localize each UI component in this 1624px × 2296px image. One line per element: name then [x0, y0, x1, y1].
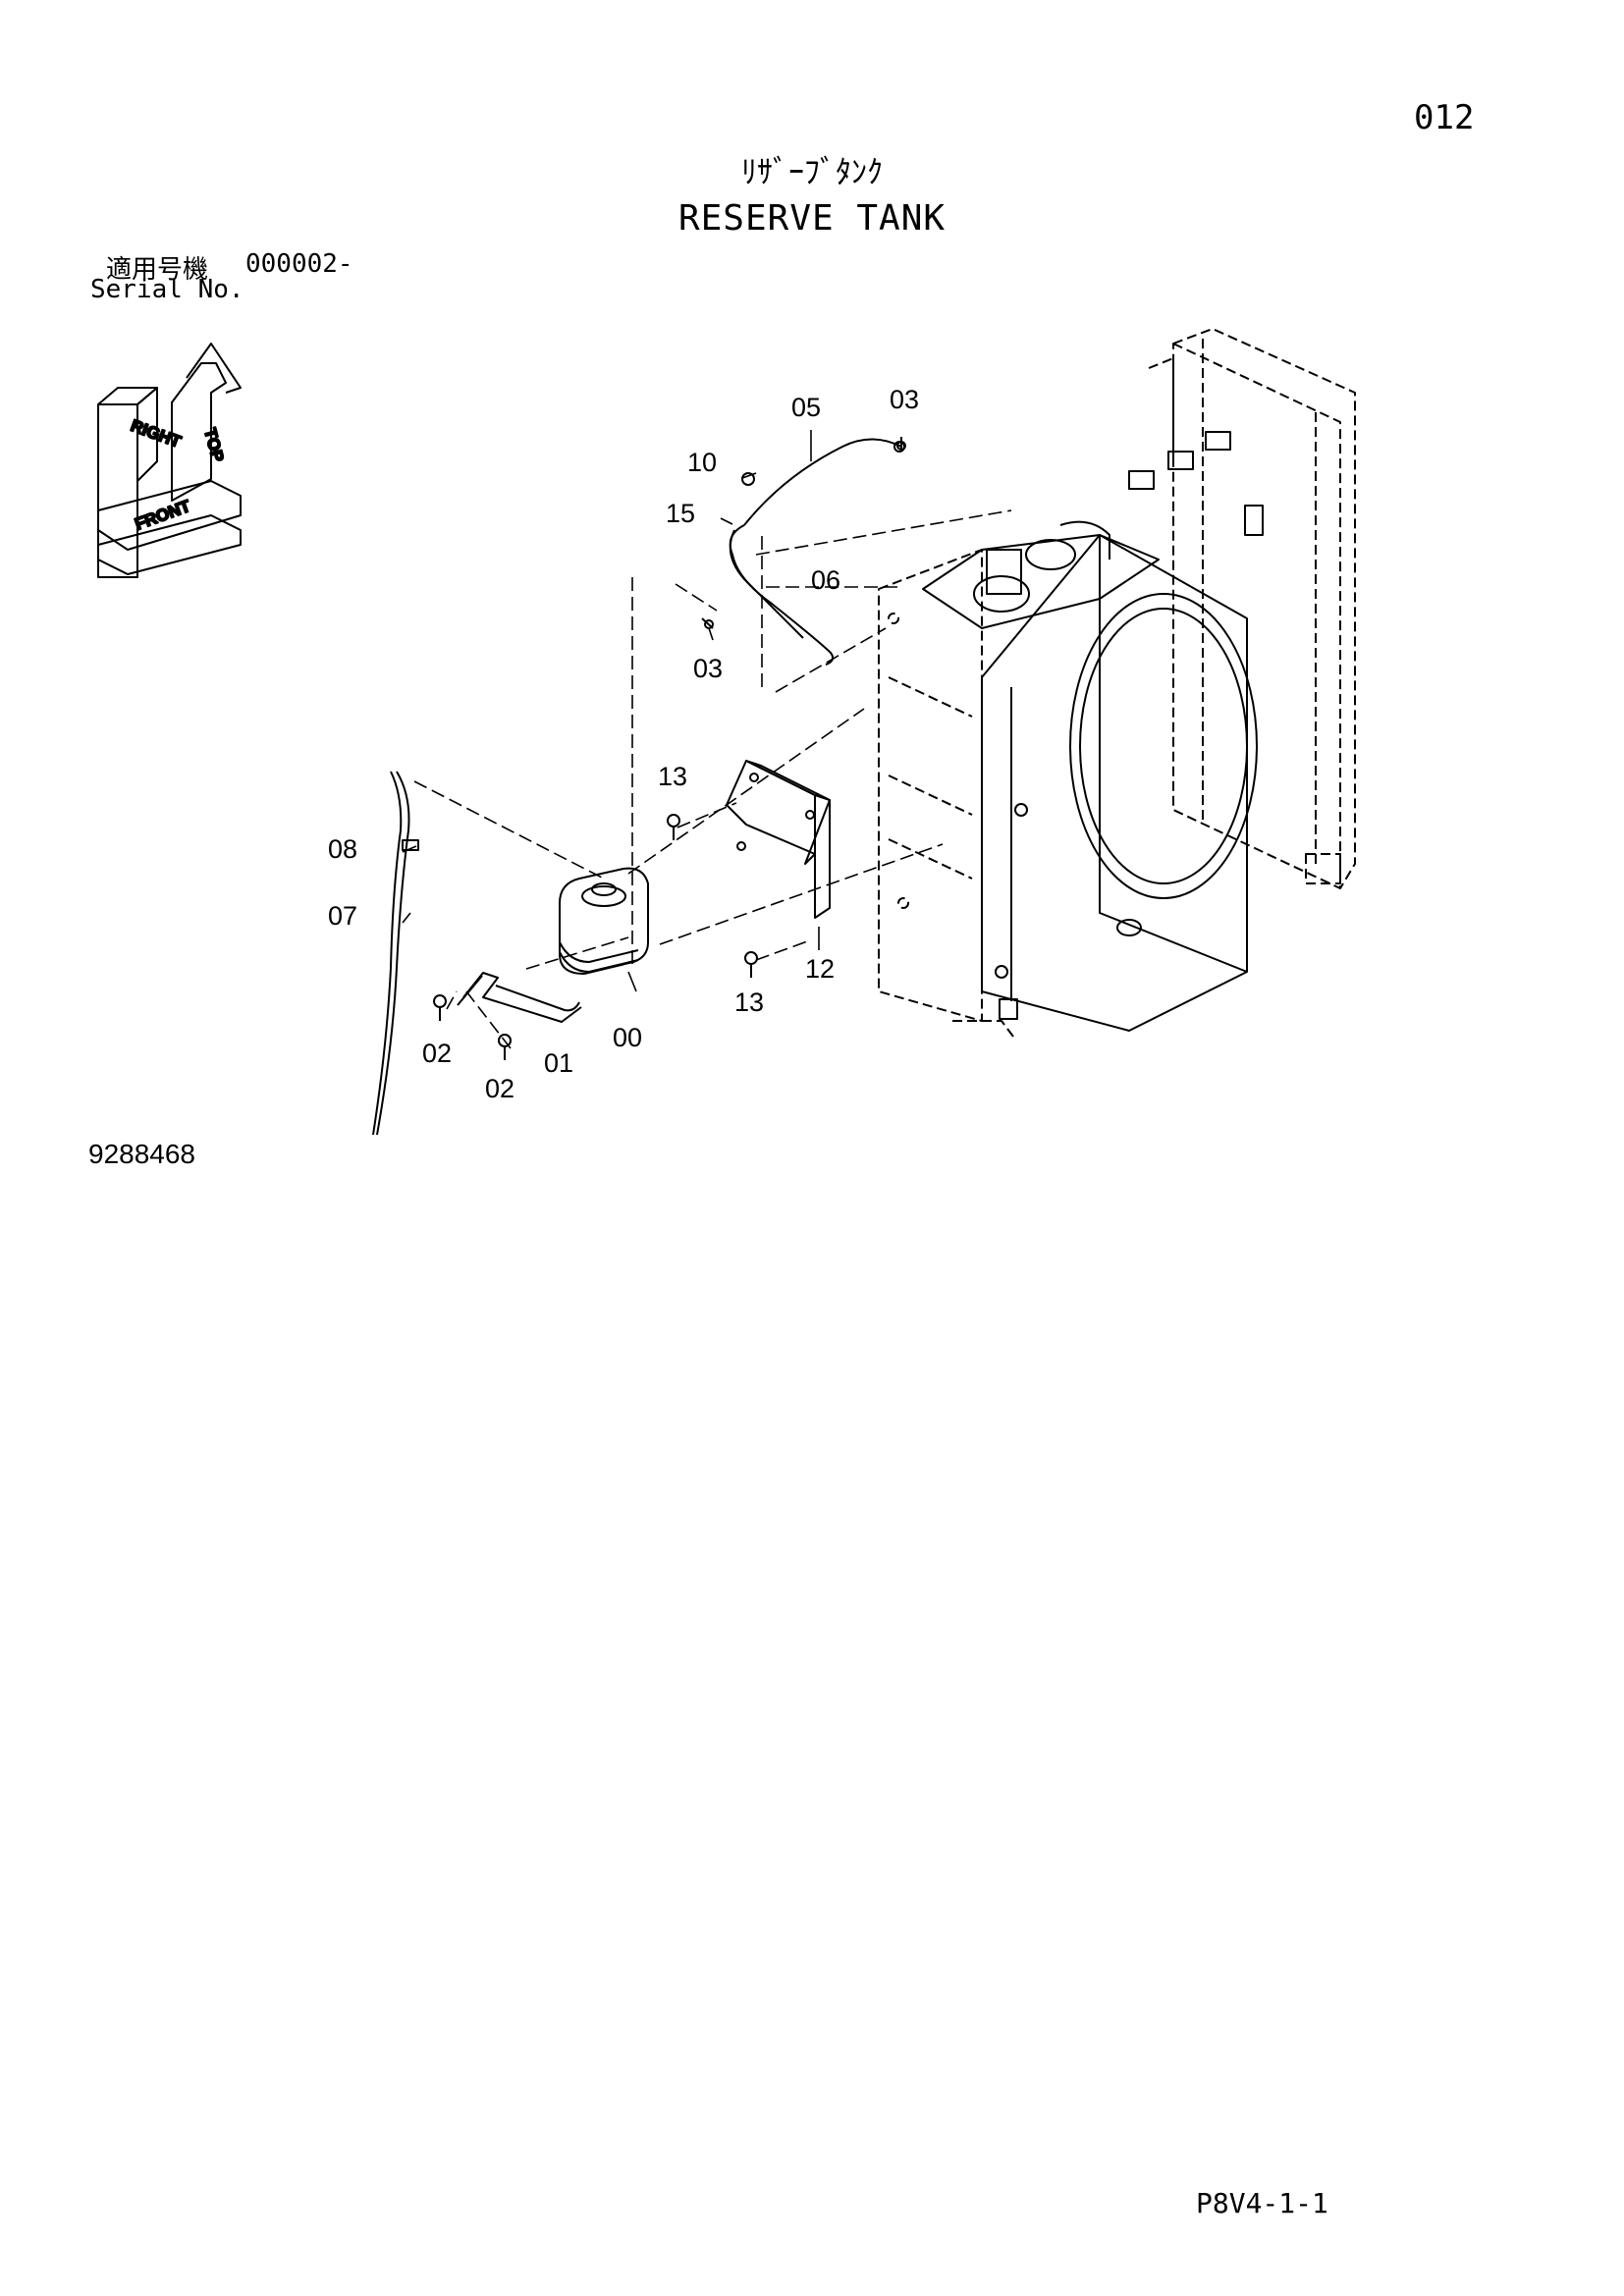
tank-band: [457, 972, 582, 1023]
clamp-03-b: [701, 617, 714, 629]
bolt-13-b: [744, 951, 758, 978]
callout-01: 01: [544, 1048, 573, 1078]
callout-08: 08: [328, 834, 357, 864]
callout-06: 06: [811, 565, 840, 595]
title-english: RESERVE TANK: [677, 198, 947, 239]
title-japanese: ﾘｻﾞｰﾌﾞﾀﾝｸ: [740, 153, 883, 190]
callout-leaders: [402, 430, 820, 992]
orient-top-label: TOP: [200, 426, 227, 463]
callout-13-upper: 13: [658, 762, 687, 791]
drawing-number: 9288468: [88, 1139, 196, 1169]
sheet-code: P8V4-1-1: [1196, 2187, 1328, 2219]
serial-label-english: Serial No.: [90, 275, 244, 304]
radiator-frame: [1148, 328, 1356, 889]
serial-value: 000002-: [245, 249, 353, 279]
overflow-hose: [729, 438, 905, 666]
bolt-02-a: [433, 994, 447, 1021]
assembly-lines: [413, 509, 1012, 1049]
bolt-13-a: [667, 814, 680, 840]
radiator-core: [981, 534, 1258, 1032]
page-number: 012: [1414, 98, 1475, 137]
callout-03-bottom: 03: [693, 654, 723, 683]
callout-10: 10: [687, 448, 717, 477]
callout-02-lower: 02: [485, 1074, 514, 1103]
callout-12: 12: [805, 954, 835, 984]
serial-label-japanese: 適用号機: [106, 255, 209, 285]
callout-05: 05: [791, 393, 821, 422]
clamp-03-a: [896, 437, 906, 452]
callout-03-top: 03: [890, 385, 919, 414]
drain-hose: [372, 771, 419, 1136]
bracket: [726, 760, 831, 919]
orientation-cube-icon: [97, 343, 242, 578]
callout-07: 07: [328, 901, 357, 931]
bolt-02-b: [498, 1034, 512, 1060]
side-plate: [878, 549, 1017, 1041]
callout-13-lower: 13: [734, 988, 764, 1017]
callout-00: 00: [613, 1023, 642, 1052]
callout-02-left: 02: [422, 1039, 452, 1068]
callout-15: 15: [666, 499, 695, 528]
reserve-tank: [559, 867, 649, 975]
